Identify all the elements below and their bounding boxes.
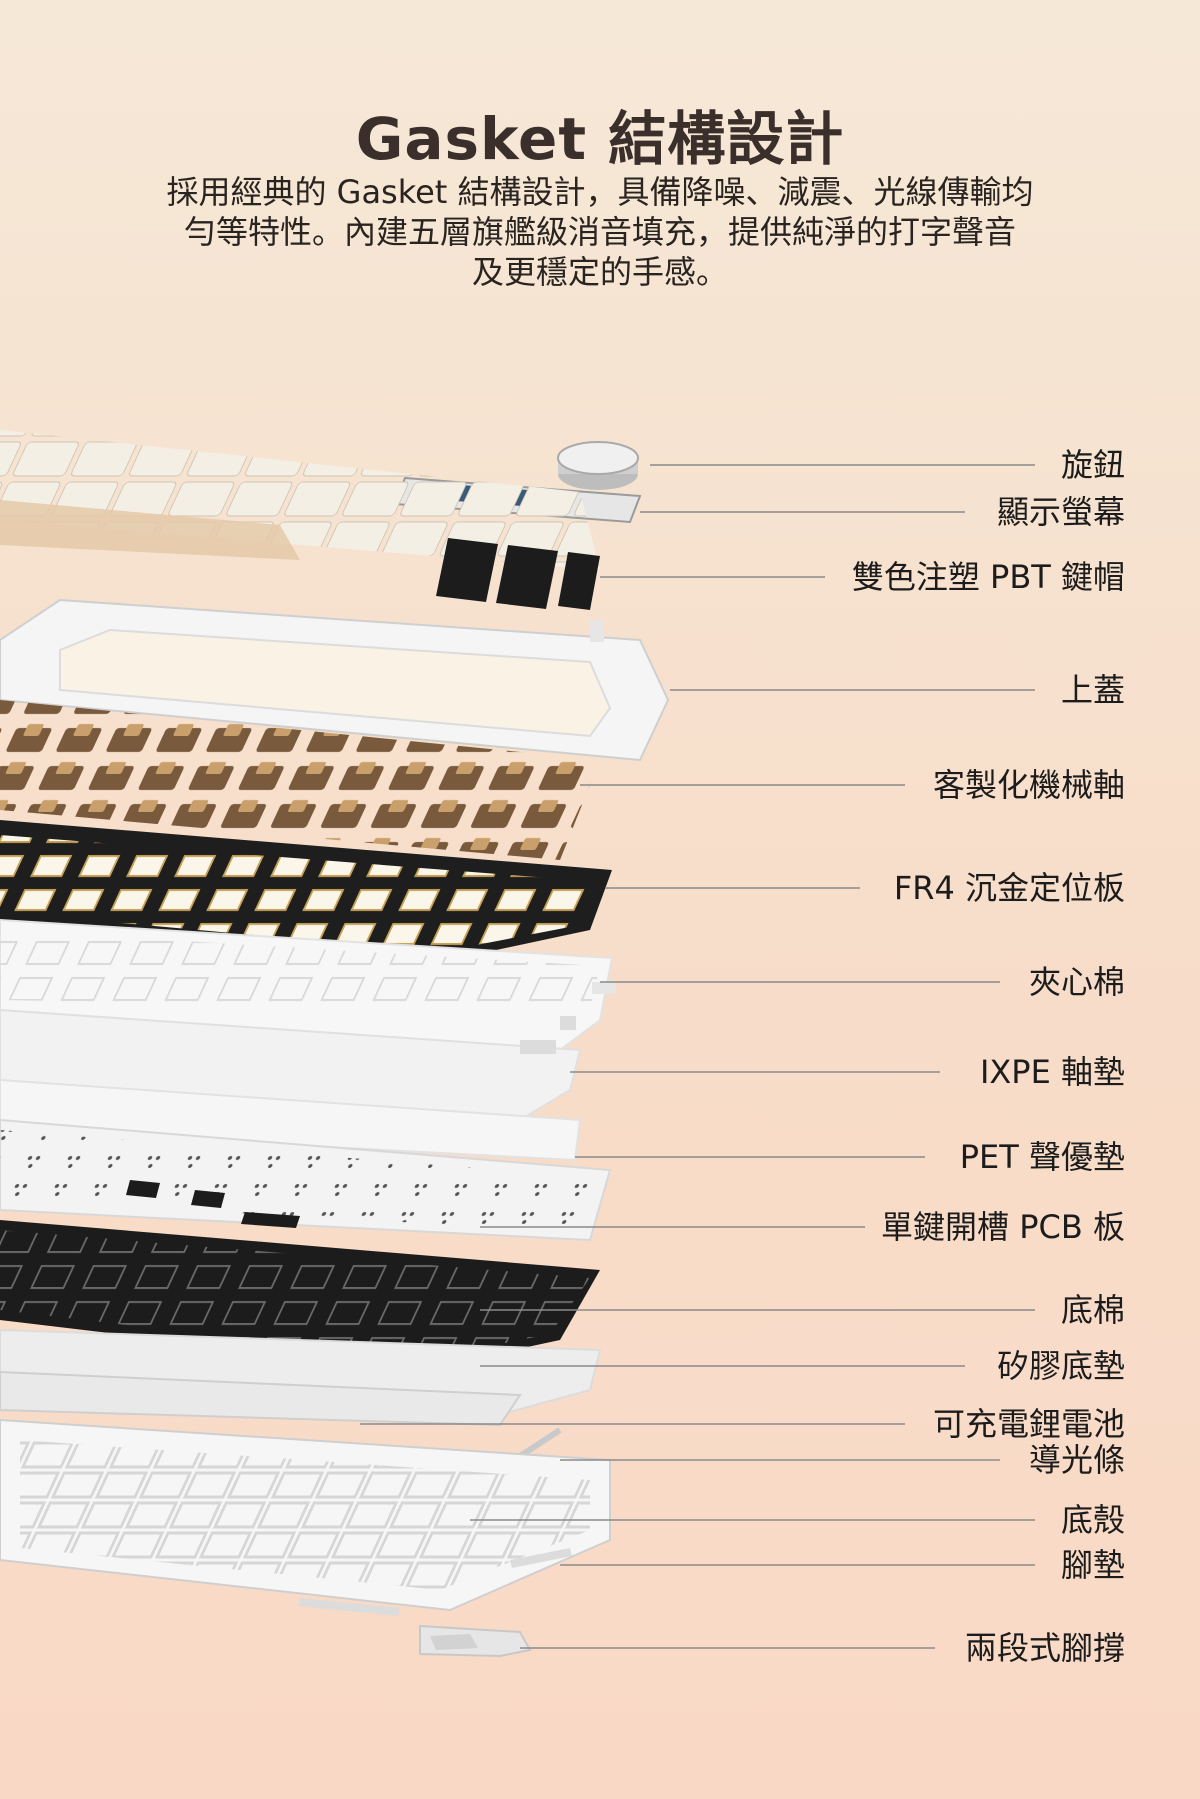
leader-lines [360,464,1035,1649]
label-kickstand: 兩段式腳撐 [964,1629,1125,1667]
description-line: 採用經典的 Gasket 結構設計，具備降噪、減震、光線傳輸均 [166,173,1034,211]
ixpe-pad-layer [0,1008,582,1122]
fr4-plate-layer [0,820,612,962]
label-silicone-pad: 矽膠底墊 [996,1347,1125,1385]
label-top-case: 上蓋 [1060,671,1125,709]
label-switches: 客製化機械軸 [932,766,1125,804]
label-knob: 旋鈕 [1060,446,1125,484]
keycaps-layer [0,430,600,610]
bottom-foam-layer [0,1220,600,1370]
label-display-screen: 顯示螢幕 [996,493,1125,531]
label-ixpe-pad: IXPE 軸墊 [979,1053,1125,1091]
page-title: Gasket 結構設計 [355,105,845,173]
label-pcb: 單鍵開槽 PCB 板 [881,1208,1125,1246]
description-line: 及更穩定的手感。 [471,253,728,291]
label-sandwich-foam: 夾心棉 [1028,963,1125,1001]
label-bottom-foam: 底棉 [1060,1291,1125,1329]
pet-pad-layer [0,1078,582,1162]
label-battery: 可充電鋰電池 [932,1405,1125,1443]
description-line: 勻等特性。內建五層旗艦級消音填充，提供純淨的打字聲音 [183,213,1016,251]
feet-pad-part [298,1548,572,1616]
pcb-layer [0,1118,612,1242]
label-feet-pad: 腳墊 [1060,1546,1125,1584]
label-bottom-case: 底殼 [1060,1501,1125,1539]
sandwich-foam-layer [0,918,616,1052]
bottom-case-layer [0,1418,611,1612]
label-pet-pad: PET 聲優墊 [959,1138,1125,1176]
label-light-guide: 導光條 [1028,1441,1125,1479]
top-case-layer [0,598,670,762]
switches-layer [0,700,600,860]
knob-part [557,441,639,490]
label-keycaps: 雙色注塑 PBT 鍵帽 [851,558,1125,596]
battery-part [0,1370,522,1427]
label-fr4-plate: FR4 沉金定位板 [893,869,1125,907]
kickstand-part [419,1624,532,1658]
description: 採用經典的 Gasket 結構設計，具備降噪、減震、光線傳輸均 勻等特性。內建五… [110,172,1090,292]
